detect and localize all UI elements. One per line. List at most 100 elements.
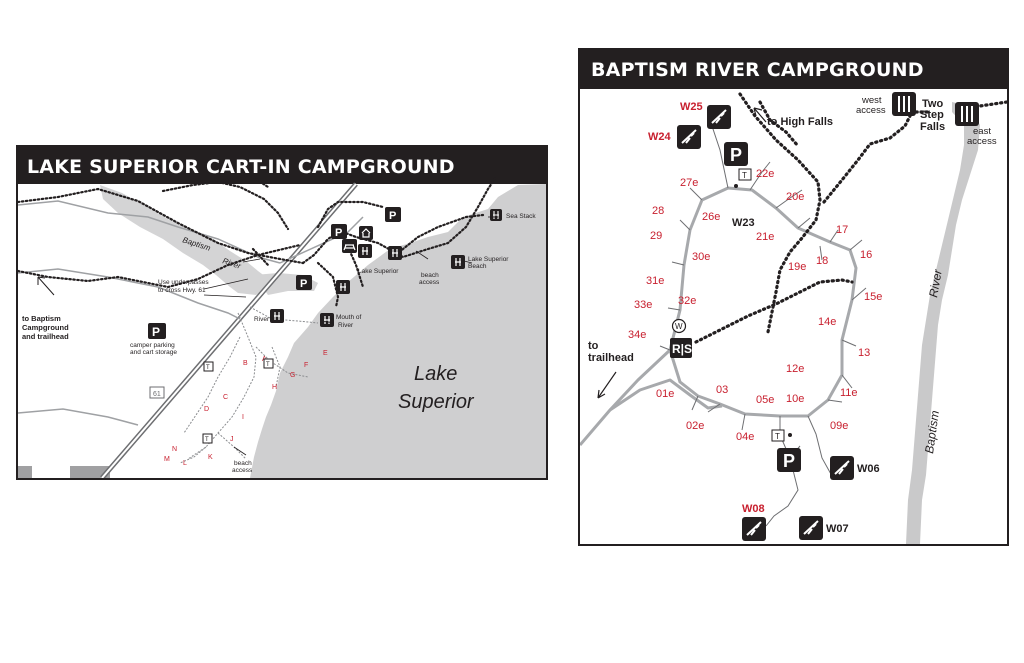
lake-superior-label-1: Lake — [414, 363, 457, 385]
high-falls-arrow — [753, 107, 767, 123]
highway-shield — [149, 386, 165, 399]
site-g: G — [290, 372, 295, 379]
east-access-line2: access — [967, 136, 997, 147]
svg-text:P: P — [389, 210, 396, 222]
site-spurs — [659, 119, 867, 527]
site-l: L — [183, 460, 187, 467]
lake-superior-beach-line2: Beach — [468, 263, 487, 270]
site-21e: 21e — [756, 231, 774, 243]
pointer-lines — [203, 216, 498, 456]
hiker-icon-7 — [490, 209, 502, 221]
site-w23: W23 — [732, 217, 755, 229]
lake-text-labels: Use underpasses to cross Hwy. 61 to Bapt… — [22, 213, 536, 474]
site-w07: W07 — [826, 523, 849, 535]
site-labels: 27e 26e 22e 20e 21e 28 29 30e 17 16 19e … — [628, 168, 882, 443]
walk-in-icon-w25 — [707, 105, 731, 129]
site-27e: 27e — [680, 177, 698, 189]
underpass-label-1: Use underpasses — [158, 279, 209, 286]
site-d: D — [204, 406, 209, 413]
two-step-line2: Step — [920, 109, 944, 121]
site-i: I — [242, 414, 244, 421]
highway-label: 61 — [153, 391, 161, 398]
west-access-line1: west — [861, 95, 882, 106]
site-14e: 14e — [818, 316, 836, 328]
baptism-arrow — [37, 276, 55, 296]
svg-text:T: T — [742, 171, 747, 180]
mouth-label-1: Mouth of — [336, 314, 361, 321]
parking-icon-top: P — [724, 142, 748, 166]
site-16: 16 — [860, 249, 872, 261]
svg-text:P: P — [335, 227, 342, 239]
site-j: J — [230, 436, 234, 443]
site-15e: 15e — [864, 291, 882, 303]
svg-text:T: T — [775, 432, 780, 441]
toilet-icon-bottom: T — [771, 429, 785, 442]
site-22e: 22e — [756, 168, 774, 180]
site-n: N — [172, 446, 177, 453]
parking-icon-bottom: P — [777, 448, 801, 472]
water-icon: W — [671, 318, 687, 334]
amenity-icons — [270, 209, 502, 327]
trailhead-arrow — [597, 371, 617, 399]
water-label: W — [675, 322, 683, 331]
site-h: H — [272, 384, 277, 391]
svg-text:P: P — [783, 451, 795, 471]
svg-text:P: P — [300, 278, 307, 290]
picnic-icon — [342, 239, 357, 253]
camper-parking-label-2: and cart storage — [130, 349, 177, 356]
hiker-icon-3 — [336, 280, 350, 294]
svg-text:T: T — [206, 365, 210, 371]
parking-icon-camper: P — [148, 323, 166, 339]
walk-in-icon-w06 — [830, 456, 854, 480]
walk-in-icons — [677, 105, 854, 541]
waterfall-icon-east — [955, 102, 979, 126]
beach-access-2-line2: access — [232, 467, 253, 474]
site-30e: 30e — [692, 251, 710, 263]
baptism-river — [100, 185, 268, 295]
beach-access-2-line1: beach — [234, 460, 252, 467]
baptism-river-map-title: BAPTISM RIVER CAMPGROUND — [580, 50, 1007, 89]
site-b: B — [243, 360, 248, 367]
river-label: River — [926, 268, 945, 299]
trail-dot-bottom — [788, 433, 792, 437]
ranger-station-label: R|S — [672, 342, 692, 356]
hiking-trails — [694, 92, 1007, 344]
bottom-shape-1 — [18, 466, 32, 478]
site-f: F — [304, 362, 308, 369]
walk-in-icon-w24 — [677, 125, 701, 149]
site-13: 13 — [858, 347, 870, 359]
site-c: C — [223, 394, 228, 401]
baptism-label: Baptism — [922, 410, 942, 455]
site-03: 03 — [716, 384, 728, 396]
ranger-station-icon: R|S — [670, 338, 692, 358]
site-12e: 12e — [786, 363, 804, 375]
site-e: E — [323, 350, 328, 357]
to-trailhead-line2: trailhead — [588, 352, 634, 364]
lake-superior-map: 61 — [18, 173, 546, 478]
walk-in-icon-w07 — [799, 516, 823, 540]
site-34e: 34e — [628, 329, 646, 341]
baptism-link-label-3: and trailhead — [22, 332, 69, 341]
east-access-line1: east — [973, 126, 991, 137]
baptism-link-label-2: Campground — [22, 323, 69, 332]
trail-dot-top — [734, 184, 738, 188]
site-29: 29 — [650, 230, 662, 242]
lake-superior-small-label: Lake Superior — [358, 268, 399, 275]
site-32e: 32e — [678, 295, 696, 307]
beach-access-1-line1: beach — [421, 272, 439, 279]
hiker-icon-5 — [320, 313, 334, 327]
site-05e: 05e — [756, 394, 774, 406]
site-11e: 11e — [840, 387, 858, 399]
west-access-line2: access — [856, 105, 886, 116]
two-step-line3: Falls — [920, 121, 945, 133]
waterfall-icon-west — [892, 92, 916, 116]
underpass-label-2: to cross Hwy. 61 — [158, 287, 206, 294]
site-10e: 10e — [786, 393, 804, 405]
to-high-falls-label: to High Falls — [767, 116, 833, 128]
hiker-icon-1 — [358, 244, 372, 258]
baptism-river — [906, 102, 980, 544]
hiker-icon-6 — [451, 255, 465, 269]
site-01e: 01e — [656, 388, 674, 400]
site-18: 18 — [816, 255, 828, 267]
site-09e: 09e — [830, 420, 848, 432]
